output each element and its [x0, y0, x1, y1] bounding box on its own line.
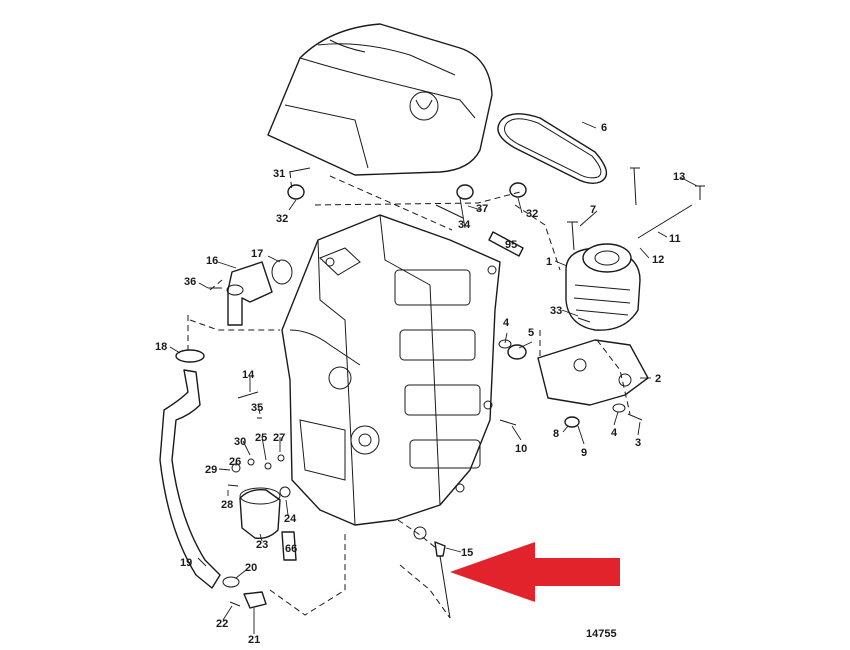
callout-21: 21: [248, 634, 260, 646]
assembly-lines: [187, 171, 631, 619]
callout-4: 4: [611, 427, 618, 439]
callout-17: 17: [251, 248, 263, 260]
leader-lines: [169, 121, 698, 634]
callout-22: 22: [216, 618, 228, 630]
callout-16: 16: [206, 255, 218, 267]
callout-34: 34: [458, 219, 471, 231]
callout-7: 7: [590, 204, 596, 216]
callout-26: 26: [229, 456, 241, 468]
callout-36: 36: [184, 276, 196, 288]
water-hose: [159, 349, 221, 589]
thermostat-gasket: [271, 259, 293, 285]
callout-1: 1: [546, 256, 552, 268]
callout-5: 5: [528, 327, 534, 339]
alternator: [565, 243, 641, 331]
callout-13: 13: [673, 171, 685, 183]
small-hardware: [208, 167, 705, 619]
callout-33: 33: [550, 305, 562, 317]
callout-31: 31: [273, 168, 285, 180]
red-arrow-pointer: [450, 542, 620, 602]
callout-3: 3: [635, 437, 641, 449]
callout-19: 19: [180, 557, 192, 569]
figure-number: 14755: [586, 628, 617, 640]
sealant-tube-66: 66: [281, 531, 297, 561]
callout-6: 6: [601, 122, 607, 134]
callout-32: 32: [276, 213, 288, 225]
callout-2: 2: [655, 373, 661, 385]
callout-14: 14: [242, 369, 255, 381]
callout-30: 30: [234, 436, 246, 448]
callout-20: 20: [245, 562, 257, 574]
sealant-tube-66-label: 66: [285, 543, 297, 555]
callout-37: 37: [476, 203, 488, 215]
oil-filter: [239, 487, 281, 540]
callout-32: 32: [526, 208, 538, 220]
flywheel-cover: [267, 23, 493, 176]
engine-block: [281, 214, 501, 526]
drive-belt: [497, 113, 608, 185]
callout-15: 15: [461, 547, 473, 559]
callout-18: 18: [155, 341, 167, 353]
callout-9: 9: [581, 447, 587, 459]
callout-35: 35: [251, 402, 263, 414]
callout-25: 25: [255, 432, 267, 444]
thermostat-housing: [226, 261, 273, 326]
callout-12: 12: [652, 254, 664, 266]
sealant-tube-95: 95: [488, 231, 524, 257]
callout-11: 11: [669, 233, 681, 245]
callout-27: 27: [273, 432, 285, 444]
callout-28: 28: [221, 499, 233, 511]
callout-labels: 1 2 3 4 4 5 6 7 8 9 10 11 12 13 14 15 16…: [155, 122, 685, 646]
callout-8: 8: [553, 428, 559, 440]
sealant-tube-95-label: 95: [505, 239, 517, 251]
callout-29: 29: [205, 464, 217, 476]
callout-10: 10: [515, 443, 527, 455]
callout-24: 24: [284, 513, 297, 525]
callout-4: 4: [503, 317, 510, 329]
callout-23: 23: [256, 539, 268, 551]
alternator-bracket: [537, 339, 649, 406]
